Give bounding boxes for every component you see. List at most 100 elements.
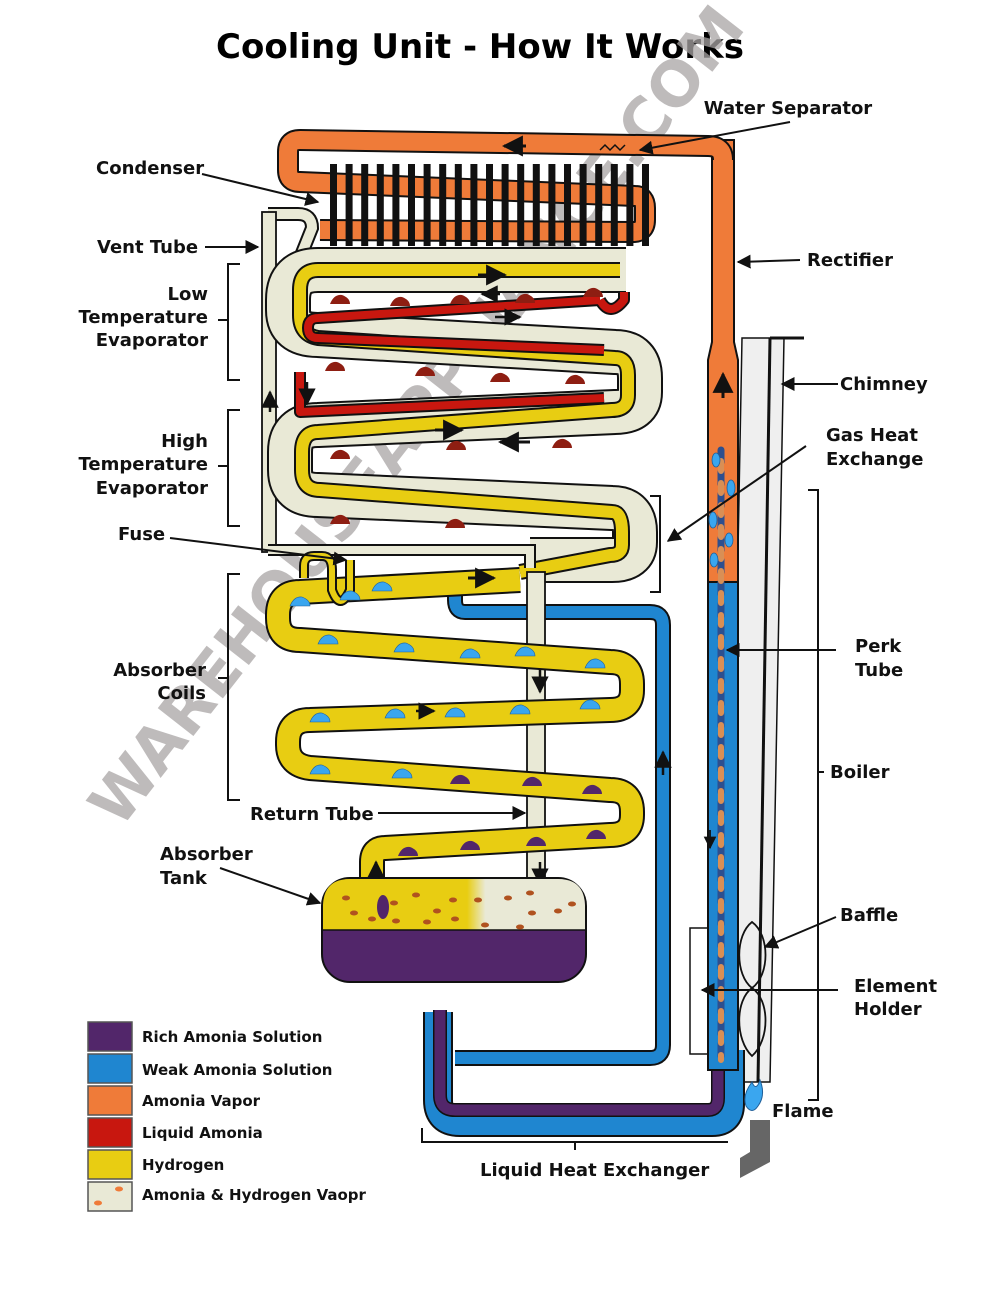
weak-solution-droplet <box>289 596 311 607</box>
vapor-dot <box>504 895 512 901</box>
condenser-fin <box>517 164 525 246</box>
condenser-fin <box>330 164 337 246</box>
condenser <box>277 129 734 246</box>
label-perk-2: Tube <box>855 660 903 681</box>
label-perk-1: Perk <box>855 636 902 657</box>
vapor-dot <box>481 922 489 928</box>
condenser-fin <box>345 164 353 246</box>
weak-solution-droplet <box>391 768 413 779</box>
weak-solution-droplet <box>514 646 536 657</box>
label-absorber-tank-1: Absorber <box>160 844 253 865</box>
weak-solution-droplet <box>309 712 331 723</box>
liquid-ammonia-droplets <box>325 287 603 528</box>
rich-solution-droplet <box>586 829 606 839</box>
liquid-ammonia-droplet <box>450 294 470 304</box>
label-low-temp-1: Low <box>168 284 208 305</box>
vapor-dot <box>423 919 431 925</box>
condenser-fin <box>642 164 649 246</box>
chimney <box>727 336 804 1083</box>
condenser-fin <box>532 164 540 246</box>
absorber-coils <box>265 551 645 888</box>
condenser-fin <box>610 164 618 246</box>
solution-droplets <box>289 581 606 856</box>
legend-swatch <box>87 1117 133 1148</box>
legend-item: Liquid Amonia <box>87 1117 263 1148</box>
weak-solution-droplet <box>459 648 481 659</box>
baffle <box>738 920 767 1058</box>
condenser-fin <box>626 164 634 246</box>
condenser-fins <box>330 164 649 246</box>
rich-solution-droplet <box>582 784 602 794</box>
legend-label: Liquid Amonia <box>142 1124 263 1142</box>
legend: Rich Amonia Solution Weak Amonia Solutio… <box>87 1021 367 1212</box>
vapor-dot <box>568 901 576 907</box>
condenser-fin <box>470 164 478 246</box>
vapor-dot <box>554 908 562 914</box>
weak-solution-droplet <box>444 707 466 718</box>
legend-item: Rich Amonia Solution <box>87 1021 322 1052</box>
evaporator <box>261 207 663 583</box>
legend-swatch <box>87 1021 133 1052</box>
legend-label: Hydrogen <box>142 1156 224 1174</box>
rectifier-boiler-column <box>703 139 739 1071</box>
page-title: Cooling Unit - How It Works <box>216 27 744 67</box>
rich-solution-droplet <box>522 776 542 786</box>
liquid-ammonia-droplet <box>330 294 350 304</box>
condenser-fin <box>439 164 447 246</box>
burner <box>740 1120 770 1178</box>
label-absorber-coils-1: Absorber <box>113 660 206 681</box>
condenser-fin <box>486 164 493 246</box>
label-return-tube: Return Tube <box>250 804 374 825</box>
weak-solution-droplet <box>339 590 361 601</box>
legend-swatch <box>87 1181 133 1212</box>
condenser-fin <box>392 164 400 246</box>
weak-solution-droplet <box>579 699 601 710</box>
legend-item: Weak Amonia Solution <box>87 1053 332 1084</box>
flame <box>740 1078 770 1178</box>
rich-solution-droplet <box>526 836 546 846</box>
legend-swatch <box>87 1149 133 1180</box>
label-fuse: Fuse <box>118 524 165 545</box>
liquid-ammonia-droplet <box>390 296 410 306</box>
label-absorber-coils-2: Coils <box>157 683 206 704</box>
vapor-dot <box>449 897 457 903</box>
label-baffle: Baffle <box>840 905 898 926</box>
rich-solution-droplet <box>460 840 480 850</box>
rich-solution-droplet <box>450 774 470 784</box>
label-element-holder-2: Holder <box>854 999 922 1020</box>
condenser-fin <box>376 164 384 246</box>
liquid-ammonia-droplet <box>330 514 350 524</box>
legend-item: Hydrogen <box>87 1149 224 1180</box>
liquid-ammonia-droplet <box>583 287 603 297</box>
liquid-ammonia-droplet <box>490 372 510 382</box>
label-gas-heat-1: Gas Heat <box>826 425 918 446</box>
labels: Water Separator Condenser Vent Tube Rect… <box>79 98 938 1181</box>
label-chimney: Chimney <box>840 374 928 395</box>
vapor-dot <box>342 895 350 901</box>
condenser-fin <box>408 164 415 246</box>
condenser-fin <box>361 164 369 246</box>
legend-swatch <box>87 1085 133 1116</box>
weak-solution-droplet <box>371 581 393 592</box>
label-liquid-heat-exchanger: Liquid Heat Exchanger <box>480 1160 709 1181</box>
liquid-heat-exchanger <box>421 585 745 1150</box>
label-water-separator: Water Separator <box>704 98 873 119</box>
liquid-ammonia-droplet <box>445 518 465 528</box>
weak-solution-droplet <box>393 642 415 653</box>
label-rectifier: Rectifier <box>807 250 893 271</box>
condenser-fin <box>454 164 462 246</box>
condenser-fin <box>423 164 431 246</box>
label-high-temp-2: Temperature <box>79 454 208 475</box>
vapor-dot <box>433 908 441 914</box>
liquid-ammonia-droplet <box>565 374 585 384</box>
vapor-dot <box>528 910 536 916</box>
legend-item: Amonia & Hydrogen Vaopr <box>87 1181 367 1212</box>
label-gas-heat-2: Exchange <box>826 449 923 470</box>
condenser-fin <box>595 164 603 246</box>
vapor-dot <box>451 916 459 922</box>
label-boiler: Boiler <box>830 762 890 783</box>
condenser-fin <box>548 164 556 246</box>
rich-solution-droplet <box>398 846 418 856</box>
legend-label: Weak Amonia Solution <box>142 1061 332 1079</box>
vapor-dot <box>474 897 482 903</box>
